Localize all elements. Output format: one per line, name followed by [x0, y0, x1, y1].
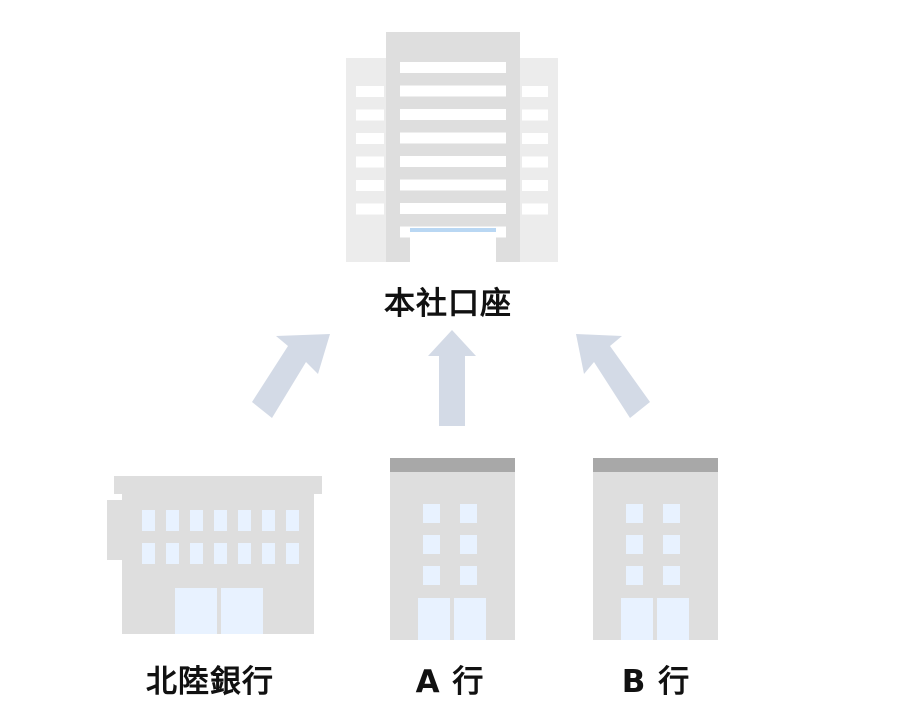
hq-account-label: 本社口座 — [384, 286, 512, 322]
window-icon — [142, 510, 155, 531]
window-icon — [460, 504, 477, 523]
window-icon — [166, 543, 179, 564]
window-icon — [356, 86, 384, 97]
window-icon — [400, 156, 506, 167]
window-icon — [356, 109, 384, 121]
window-icon — [522, 86, 548, 97]
window-icon — [400, 203, 506, 214]
window-icon — [400, 132, 506, 144]
office-building-icon — [593, 458, 718, 640]
window-icon — [626, 504, 643, 523]
window-icon — [522, 180, 548, 191]
window-icon — [214, 543, 227, 564]
window-icon — [356, 133, 384, 144]
window-icon — [423, 535, 440, 554]
window-icon — [142, 543, 155, 564]
window-icon — [356, 203, 384, 215]
hokuriku-bank-label: 北陸銀行 — [146, 664, 274, 700]
window-icon — [286, 510, 299, 531]
arrow-left-icon — [252, 334, 330, 418]
bank-building-icon — [107, 476, 322, 634]
window-icon — [166, 510, 179, 531]
window-icon — [423, 566, 440, 585]
office-building-icon — [390, 458, 515, 640]
office-tower-icon — [346, 32, 558, 262]
window-icon — [460, 535, 477, 554]
window-icon — [423, 504, 440, 523]
window-icon — [238, 510, 251, 531]
window-icon — [663, 566, 680, 585]
window-icon — [190, 543, 203, 564]
window-icon — [190, 510, 203, 531]
window-icon — [663, 504, 680, 523]
window-icon — [522, 203, 548, 215]
window-icon — [356, 180, 384, 191]
window-icon — [238, 543, 251, 564]
window-icon — [214, 510, 227, 531]
window-icon — [626, 535, 643, 554]
bank-a-label: A 行 — [415, 664, 485, 700]
window-icon — [262, 543, 275, 564]
window-icon — [522, 133, 548, 144]
window-icon — [522, 109, 548, 121]
window-icon — [460, 566, 477, 585]
window-icon — [286, 543, 299, 564]
arrow-center-icon — [428, 330, 476, 426]
window-icon — [262, 510, 275, 531]
window-icon — [626, 566, 643, 585]
bank-b-label: B 行 — [621, 664, 691, 700]
window-icon — [400, 62, 506, 73]
window-icon — [663, 535, 680, 554]
window-icon — [356, 156, 384, 168]
window-icon — [400, 179, 506, 191]
arrow-right-icon — [576, 334, 650, 418]
window-icon — [400, 109, 506, 120]
window-icon — [400, 85, 506, 97]
window-icon — [522, 156, 548, 168]
